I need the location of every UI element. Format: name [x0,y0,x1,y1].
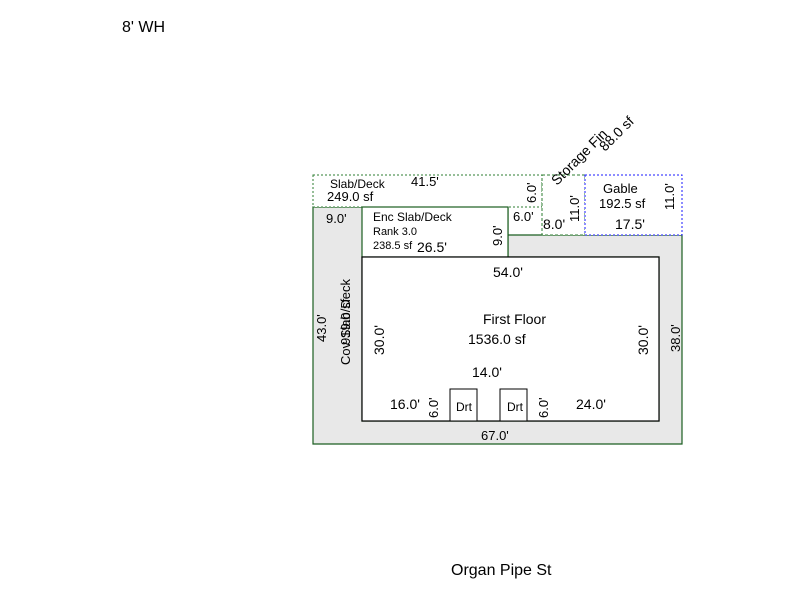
first-floor-notch-width: 14.0' [472,364,502,380]
door-right-label: Drt [507,400,524,414]
wall-height-label: 8' WH [122,19,165,36]
enc-slab-deck-region[interactable] [361,206,509,258]
first-floor-name: First Floor [483,311,546,327]
cov-slab-top-left-width: 9.0' [326,211,347,226]
cov-slab-left-depth: 43.0' [314,314,329,342]
slab-deck-width: 41.5' [411,174,439,189]
door-left[interactable] [449,388,478,422]
enc-slab-depth: 9.0' [490,225,505,246]
door-right-depth: 6.0' [536,397,551,418]
storage-depth: 11.0' [567,195,582,222]
enc-slab-rank: Rank 3.0 [373,226,417,238]
storage-width: 8.0' [543,216,565,232]
enc-slab-name: Enc Slab/Deck [373,210,453,224]
storage-region[interactable] [541,174,586,236]
cov-slab-right-depth: 38.0' [668,324,683,352]
door-left-label: Drt [456,400,473,414]
gable-depth: 11.0' [662,183,677,210]
cov-slab-name: Cov Slab/Deck [338,279,353,365]
first-floor-width: 54.0' [493,264,523,280]
door-right[interactable] [499,388,528,422]
door-left-depth: 6.0' [426,397,441,418]
street-name: Organ Pipe St [451,562,552,579]
cov-slab-area: 919.0 sf [338,298,353,345]
cov-slab-bottom-width: 67.0' [481,428,509,443]
first-floor-area: 1536.0 sf [468,331,526,347]
first-floor-left-depth: 30.0' [371,325,387,355]
enc-slab-area: 238.5 sf [373,240,413,252]
gable-area: 192.5 sf [599,196,646,211]
gable-name: Gable [603,181,638,196]
gable-region[interactable] [584,174,683,236]
first-floor-right-depth: 30.0' [635,325,651,355]
slab-deck-name: Slab/Deck [330,177,386,191]
first-floor-bottom-right: 24.0' [576,396,606,412]
cov-slab-top-right-width: 6.0' [513,209,534,224]
slab-deck-depth: 6.0' [524,182,539,203]
enc-slab-width: 26.5' [417,239,447,255]
gable-width: 17.5' [615,216,645,232]
slab-deck-area: 249.0 sf [327,189,374,204]
first-floor-bottom-left: 16.0' [390,396,420,412]
